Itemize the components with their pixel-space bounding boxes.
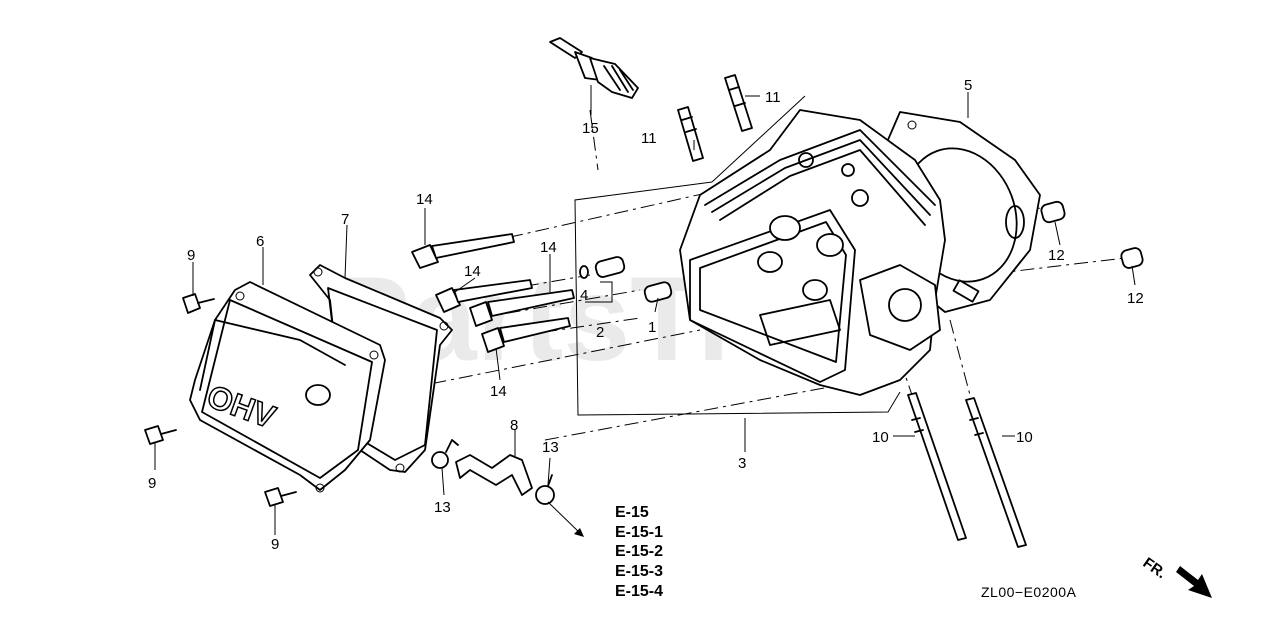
callout-15: 15 (582, 120, 599, 137)
callout-9-bottom: 9 (271, 536, 279, 553)
callouts: 1 2 3 4 5 6 7 8 9 9 9 10 10 11 11 12 12 … (148, 77, 1144, 553)
breather-tube (431, 439, 584, 537)
callout-12-upper: 12 (1048, 247, 1065, 264)
front-label: FR. (1140, 554, 1170, 582)
callout-11-left: 11 (641, 130, 657, 147)
spark-plug (549, 37, 639, 99)
diagram-code: ZL00−E0200A (981, 584, 1077, 600)
leader-lines (154, 85, 1136, 535)
reference-3: E-15-3 (615, 563, 663, 580)
cylinder-head (679, 109, 980, 396)
callout-1: 1 (648, 319, 656, 336)
callout-14-top: 14 (416, 191, 433, 208)
callout-14-bottom: 14 (490, 383, 507, 400)
valve-guides (579, 256, 673, 303)
callout-11-right: 11 (765, 89, 781, 106)
dowel-pins-12 (1040, 200, 1144, 269)
callout-10-left: 10 (872, 429, 889, 446)
cover-bolts-9 (144, 293, 297, 507)
callout-12-lower: 12 (1127, 290, 1144, 307)
callout-9-left: 9 (148, 475, 156, 492)
callout-10-right: 10 (1016, 429, 1033, 446)
valve-cover: OHV (189, 281, 386, 493)
callout-3: 3 (738, 455, 746, 472)
callout-4: 4 (580, 287, 588, 304)
callout-13-right: 13 (542, 439, 559, 456)
part-3-bracket (574, 181, 901, 416)
reference-1: E-15-1 (615, 524, 663, 541)
reference-0: E-15 (615, 504, 649, 521)
callout-13-left: 13 (434, 499, 451, 516)
callout-14-middle: 14 (464, 263, 481, 280)
front-arrow-icon (1176, 566, 1212, 598)
callout-8: 8 (510, 417, 518, 434)
reference-4: E-15-4 (615, 583, 663, 600)
callout-14-right: 14 (540, 239, 557, 256)
reference-list: E-15 E-15-1 E-15-2 E-15-3 E-15-4 (615, 504, 663, 600)
callout-6: 6 (256, 233, 264, 250)
callout-9-top: 9 (187, 247, 195, 264)
stud-bolts-11 (677, 74, 753, 162)
cylinder-studs-10 (907, 392, 1027, 548)
front-indicator: FR. (1140, 554, 1212, 598)
head-bolts-14 (411, 233, 575, 353)
callout-5: 5 (964, 77, 972, 94)
callout-2: 2 (596, 324, 604, 341)
reference-2: E-15-2 (615, 543, 663, 560)
callout-7: 7 (341, 211, 349, 228)
